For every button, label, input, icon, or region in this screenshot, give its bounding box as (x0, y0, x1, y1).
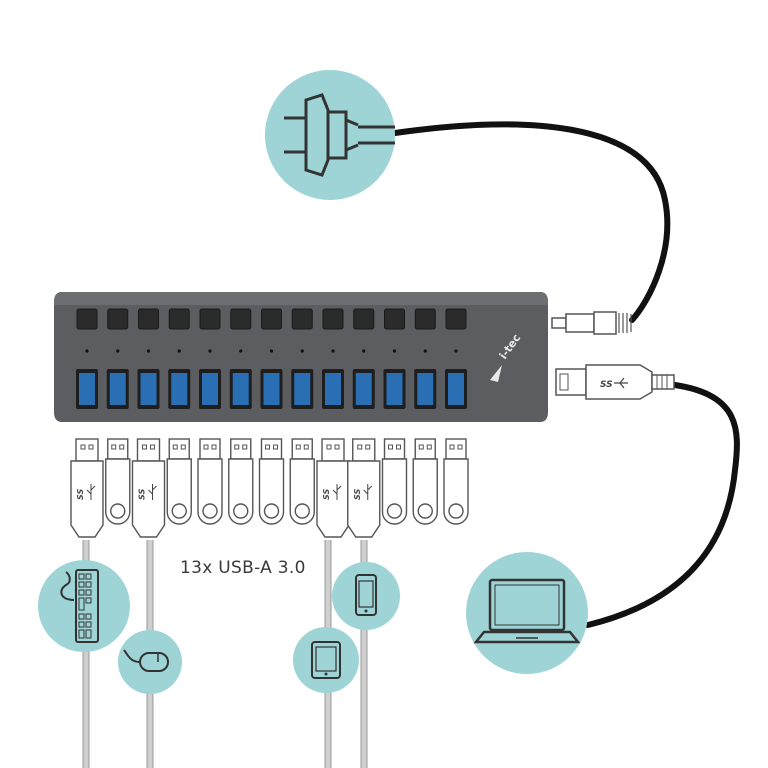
usb-port-tongue (325, 373, 341, 405)
usb-trident-icon (332, 484, 342, 500)
port-led (269, 349, 274, 353)
usb-trident-icon (363, 484, 373, 500)
usb-port-tongue (140, 373, 157, 405)
power-switch-button[interactable] (322, 308, 344, 330)
ports-caption: 13x USB-A 3.0 (180, 558, 306, 578)
port-led (454, 349, 458, 353)
usb-flash-drive (228, 438, 254, 525)
usb-hub: i-tec (54, 292, 548, 422)
power-switch-button[interactable] (353, 308, 375, 330)
usb-flash-drive (258, 438, 285, 525)
usb-flash-drive (443, 438, 469, 525)
power-switch-button[interactable] (199, 308, 221, 330)
usb-trident-icon (614, 377, 628, 389)
usb-flash-drive (166, 438, 192, 525)
port-led (177, 349, 181, 353)
usb-a-plug: SS (70, 438, 104, 538)
power-switch-button[interactable] (384, 308, 405, 330)
laptop-icon (466, 552, 588, 674)
port-led (85, 349, 89, 353)
power-switch-button[interactable] (76, 308, 98, 330)
power-switch-button[interactable] (107, 308, 129, 330)
power-switch-button[interactable] (261, 308, 282, 330)
usb-flash-drive (289, 438, 315, 525)
computer-cable (585, 382, 740, 628)
usb-port-tongue (171, 373, 188, 405)
usb-port-tongue (202, 373, 218, 405)
usb-flash-drive (197, 438, 223, 525)
smartphone-icon (332, 562, 400, 630)
usb-b-plug: SS (555, 364, 675, 400)
power-cable (392, 121, 671, 323)
usb-trident-icon (148, 484, 157, 500)
usb-port-tongue (263, 373, 280, 405)
usb-a-plug: SS (347, 438, 381, 538)
usb-a-plug: SS (131, 438, 166, 538)
usb-port-tongue (355, 373, 372, 405)
usb-flash-drive (105, 438, 131, 525)
usb-a-plug: SS (316, 438, 350, 538)
usb-port-tongue (109, 373, 126, 405)
usb-port-tongue (417, 373, 434, 405)
usb-ss-badge: SS (76, 489, 85, 500)
port-led (362, 349, 366, 353)
usb-trident-icon (86, 484, 96, 500)
power-switch-button[interactable] (291, 308, 313, 330)
power-switch-button[interactable] (445, 308, 467, 330)
usb-port-tongue (232, 373, 249, 405)
port-led (116, 349, 120, 353)
port-led (300, 349, 304, 353)
dc-plug (551, 311, 632, 335)
usb-flash-drive (412, 438, 438, 525)
port-led (392, 349, 397, 353)
usb-port-tongue (386, 373, 403, 405)
power-switch-button[interactable] (138, 308, 159, 330)
power-plug-icon (265, 70, 395, 200)
usb-ss-badge: SS (600, 380, 613, 390)
port-led (239, 349, 243, 353)
port-led (331, 349, 335, 353)
usb-port-tongue (448, 373, 464, 405)
keyboard-icon (38, 560, 130, 652)
power-switch-button[interactable] (414, 308, 436, 330)
power-switch-button[interactable] (230, 308, 252, 330)
usb-ss-badge: SS (353, 489, 362, 500)
port-led (146, 349, 151, 353)
usb-port-tongue (294, 373, 311, 405)
usb-port-tongue (79, 373, 95, 405)
tablet-icon (293, 627, 359, 693)
usb-ss-badge: SS (322, 489, 331, 500)
power-switch-button[interactable] (168, 308, 190, 330)
usb-ss-badge: SS (138, 489, 147, 500)
usb-flash-drive (381, 438, 408, 525)
port-led (208, 349, 212, 353)
mouse-icon (118, 630, 182, 694)
port-led (423, 349, 427, 353)
